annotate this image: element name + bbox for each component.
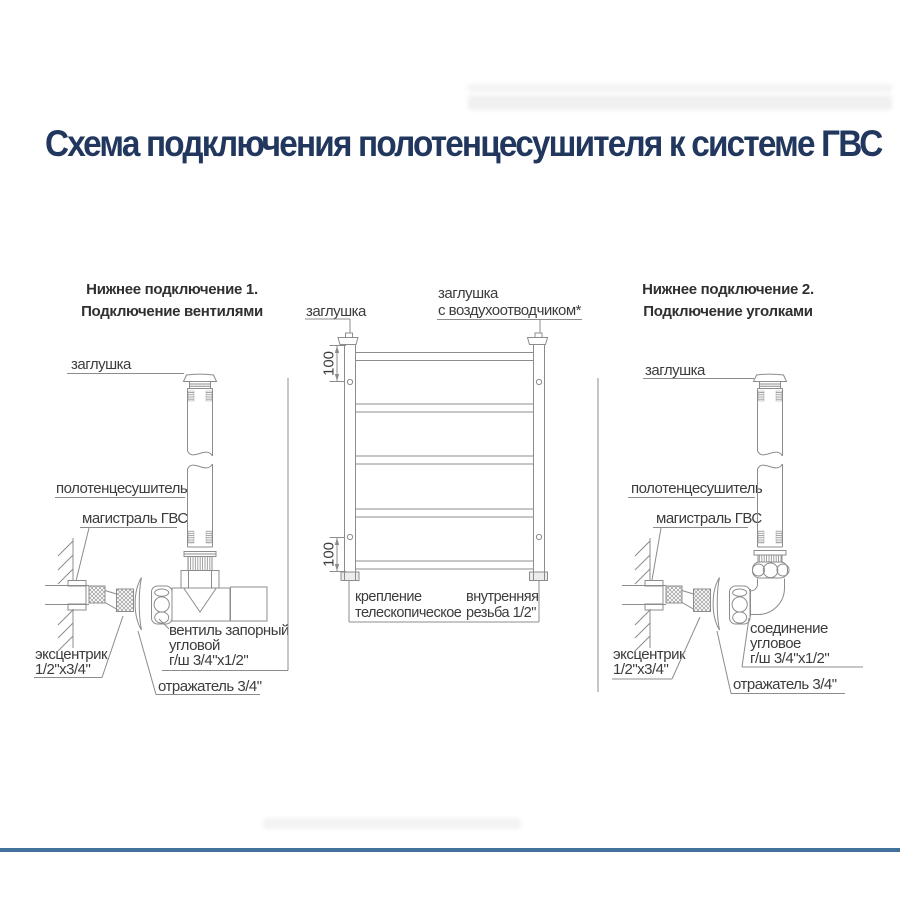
footer-accent-line bbox=[0, 848, 900, 852]
middle-mount-label-1: крепление bbox=[355, 589, 422, 605]
right-elbow-label-2: угловое bbox=[750, 635, 801, 652]
left-diagram-heading-2: Подключение вентилями bbox=[81, 303, 263, 320]
left-main-line-label: магистраль ГВС bbox=[82, 510, 188, 527]
left-eccentric-label-2: 1/2"х3/4" bbox=[35, 661, 91, 678]
right-cap-label: заглушка bbox=[645, 362, 705, 379]
left-towel-rail-label: полотенцесушитель bbox=[56, 480, 188, 497]
right-reflector-label: отражатель 3/4" bbox=[733, 676, 837, 693]
right-main-line-label: магистраль ГВС bbox=[656, 510, 762, 527]
page-title: Схема подключения полотенцесушителя к си… bbox=[45, 123, 883, 164]
right-eccentric-label-2: 1/2"х3/4" bbox=[613, 661, 669, 678]
middle-thread-label-1: внутренняя bbox=[466, 589, 539, 605]
left-connection-drawing bbox=[34, 373, 289, 695]
left-valve-label-2: угловой bbox=[169, 637, 220, 654]
middle-airvent-label-2: с воздухоотводчиком* bbox=[438, 302, 581, 319]
right-elbow-label-3: г/ш 3/4"х1/2" bbox=[750, 650, 830, 667]
watermark-top-blobs bbox=[468, 95, 892, 110]
middle-cap-label: заглушка bbox=[306, 303, 366, 320]
left-reflector-label: отражатель 3/4" bbox=[158, 678, 262, 695]
left-valve-label-1: вентиль запорный bbox=[169, 622, 289, 639]
middle-airvent-label-1: заглушка bbox=[438, 285, 498, 302]
left-diagram-heading-1: Нижнее подключение 1. bbox=[86, 281, 258, 298]
right-elbow-label-1: соединение bbox=[750, 620, 828, 637]
right-connection-drawing bbox=[597, 373, 863, 694]
watermark-top-band bbox=[468, 84, 892, 92]
watermark-bottom bbox=[263, 818, 521, 829]
left-eccentric-label-1: эксцентрик bbox=[35, 646, 108, 663]
middle-mount-label-2: телескопическое bbox=[355, 605, 462, 621]
left-cap-label: заглушка bbox=[71, 356, 131, 373]
right-diagram-heading-1: Нижнее подключение 2. bbox=[642, 281, 814, 298]
towel-rail-drawing bbox=[305, 318, 582, 623]
middle-thread-label-2: резьба 1/2" bbox=[466, 605, 536, 621]
right-eccentric-label-1: эксцентрик bbox=[613, 646, 686, 663]
right-diagram-heading-2: Подключение уголками bbox=[643, 303, 813, 320]
right-towel-rail-label: полотенцесушитель bbox=[631, 480, 763, 497]
left-valve-label-3: г/ш 3/4"х1/2" bbox=[169, 652, 249, 669]
